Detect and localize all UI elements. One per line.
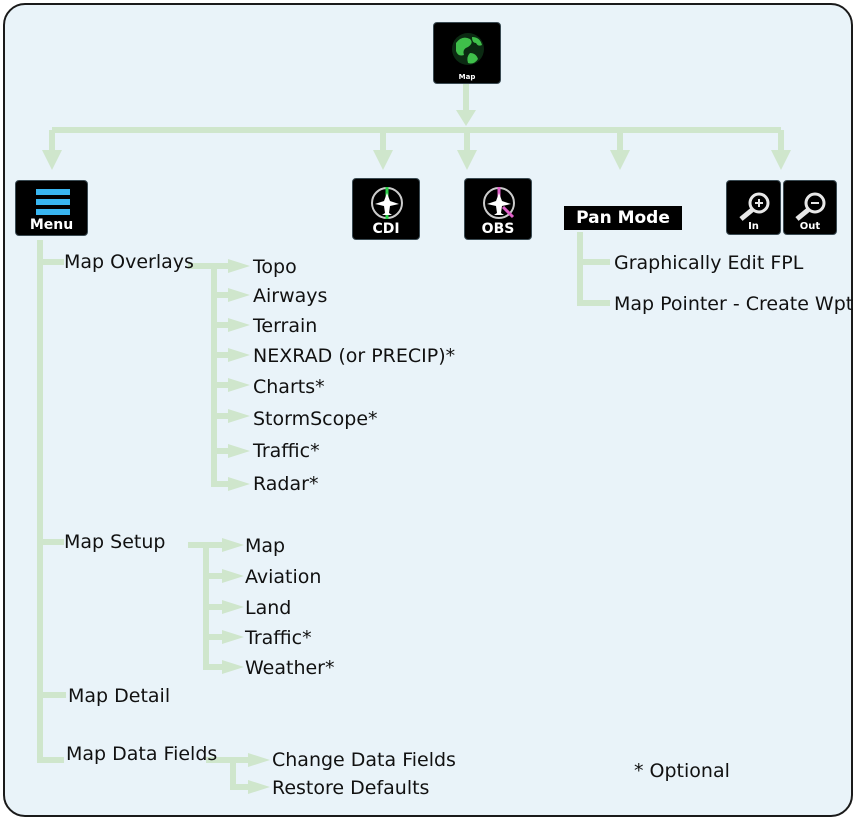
menu-item-map-overlays[interactable]: Map Overlays xyxy=(64,251,194,273)
optional-footnote: * Optional xyxy=(634,760,730,782)
map-button[interactable]: Map xyxy=(433,22,501,84)
menu-icon xyxy=(36,189,70,215)
obs-button[interactable]: OBS xyxy=(464,178,532,240)
pan-item-map-pointer[interactable]: Map Pointer - Create Wpt xyxy=(614,293,854,315)
zoom-out-button[interactable]: Out xyxy=(783,180,837,235)
setup-item-land[interactable]: Land xyxy=(245,597,292,619)
zoom-in-icon xyxy=(739,192,770,221)
pan-mode-button[interactable]: Pan Mode xyxy=(564,206,682,230)
overlay-item-traffic[interactable]: Traffic* xyxy=(253,440,320,462)
overlay-item-airways[interactable]: Airways xyxy=(253,285,328,307)
zoom-in-label: In xyxy=(748,221,759,232)
data-field-item-change[interactable]: Change Data Fields xyxy=(272,749,456,771)
menu-button[interactable]: Menu xyxy=(15,180,88,236)
overlay-item-terrain[interactable]: Terrain xyxy=(253,315,318,337)
menu-item-map-data-fields[interactable]: Map Data Fields xyxy=(66,743,218,765)
globe-icon xyxy=(452,33,484,65)
setup-item-aviation[interactable]: Aviation xyxy=(245,566,322,588)
menu-item-map-detail[interactable]: Map Detail xyxy=(68,685,171,707)
diagram-frame xyxy=(3,3,853,817)
overlay-item-radar[interactable]: Radar* xyxy=(253,473,319,495)
pan-item-edit-fpl[interactable]: Graphically Edit FPL xyxy=(614,252,804,274)
zoom-out-label: Out xyxy=(799,221,821,232)
cdi-button[interactable]: CDI xyxy=(352,178,420,240)
cdi-icon xyxy=(371,187,403,219)
zoom-out-icon xyxy=(795,192,826,221)
data-field-item-restore[interactable]: Restore Defaults xyxy=(272,777,430,799)
cdi-button-label: CDI xyxy=(372,221,400,237)
map-button-label: Map xyxy=(458,73,476,81)
menu-item-map-setup[interactable]: Map Setup xyxy=(64,531,166,553)
overlay-item-nexrad[interactable]: NEXRAD (or PRECIP)* xyxy=(253,345,456,367)
overlay-item-stormscope[interactable]: StormScope* xyxy=(253,408,378,430)
obs-button-label: OBS xyxy=(481,221,515,237)
setup-item-map[interactable]: Map xyxy=(245,535,286,557)
overlay-item-charts[interactable]: Charts* xyxy=(253,376,325,398)
setup-item-weather[interactable]: Weather* xyxy=(245,657,335,679)
zoom-in-button[interactable]: In xyxy=(726,180,781,235)
setup-item-traffic[interactable]: Traffic* xyxy=(245,627,312,649)
menu-button-label: Menu xyxy=(29,217,74,233)
obs-icon xyxy=(483,187,515,219)
overlay-item-topo[interactable]: Topo xyxy=(253,256,297,278)
